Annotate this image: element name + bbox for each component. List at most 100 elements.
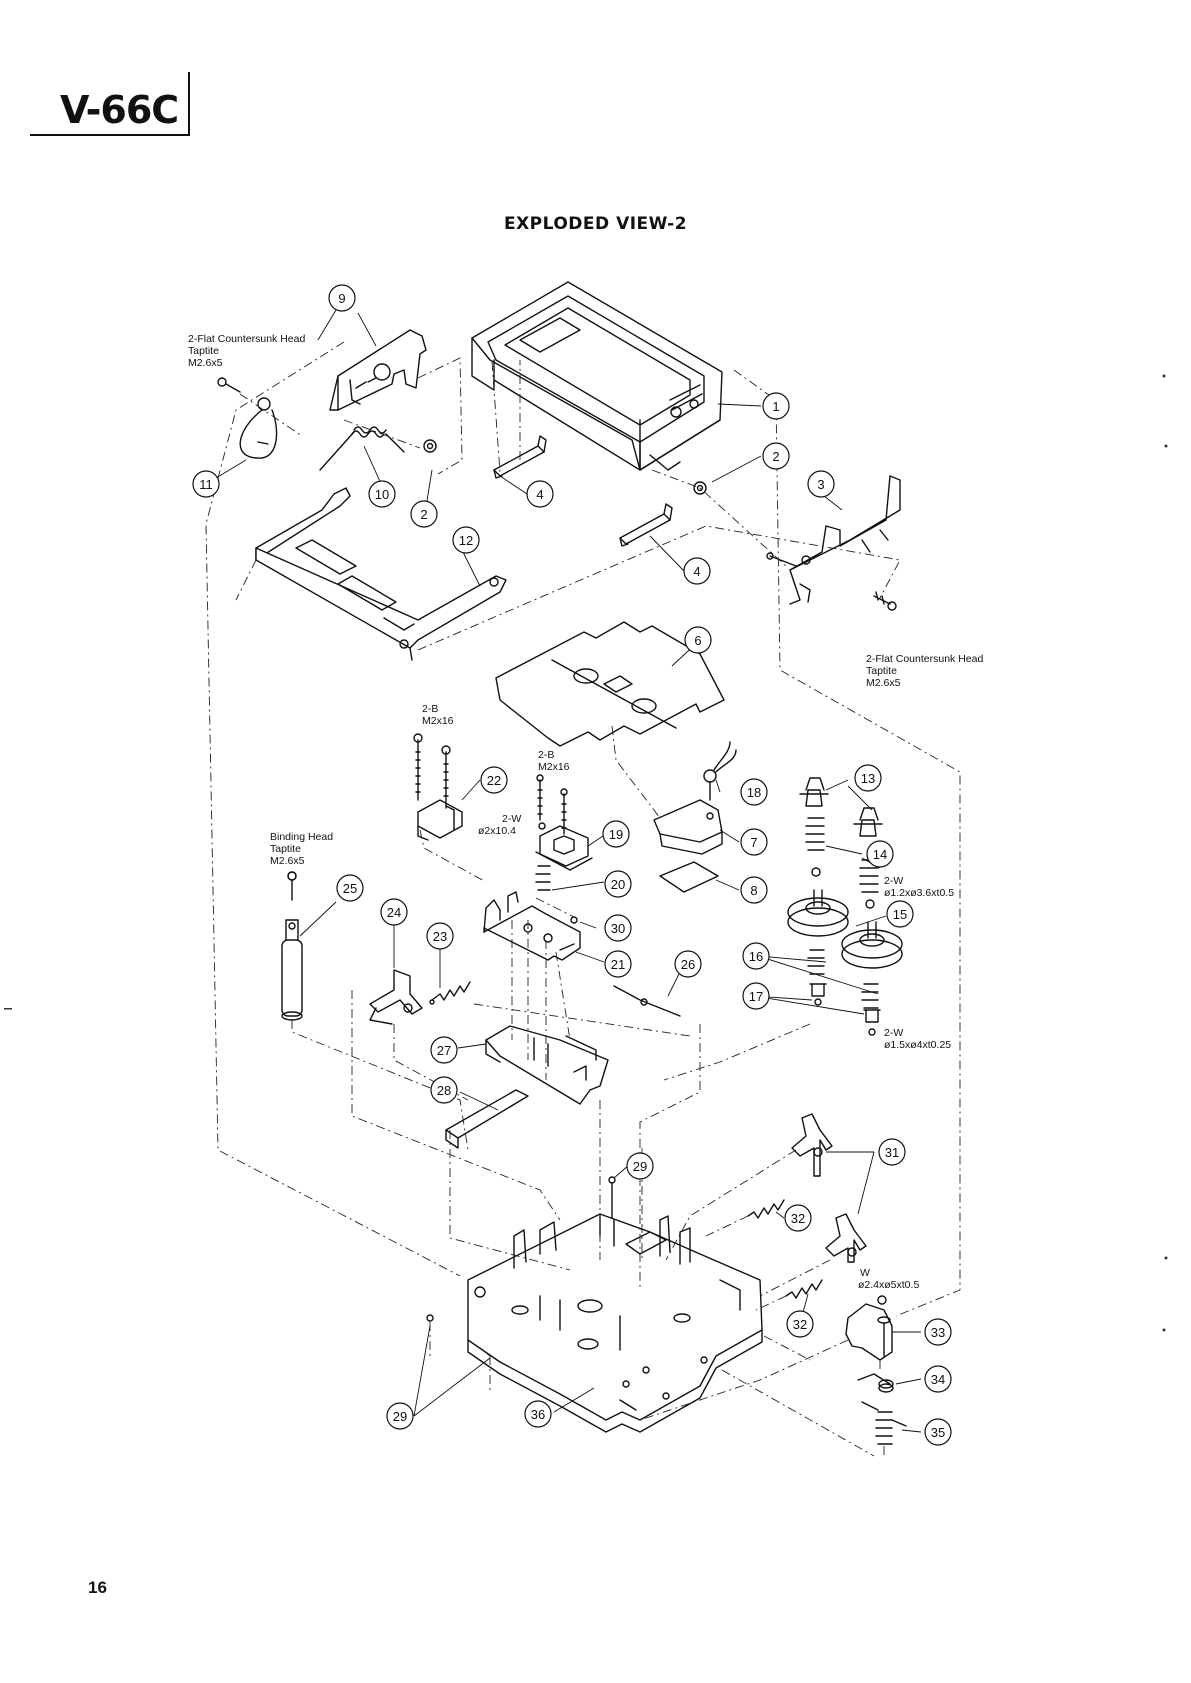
- note-2w-c-2: ø1.5xø4xt0.25: [884, 1039, 951, 1051]
- callout-7: 7: [750, 835, 757, 850]
- screw-2b-a-right: [441, 745, 451, 809]
- reel-shaft-left: [799, 777, 829, 807]
- screw-2b-b-right: [560, 788, 568, 835]
- spring-16-right: [861, 983, 879, 1009]
- page-number: 16: [88, 1578, 107, 1597]
- callout-9: 9: [338, 291, 345, 306]
- wire-spring-26: [613, 985, 681, 1017]
- callout-36: 36: [531, 1407, 545, 1422]
- note-screw-left-2: Taptite: [188, 345, 219, 357]
- callout-10: 10: [375, 487, 389, 502]
- note-2b-b-2: M2x16: [538, 761, 570, 773]
- callout-2-right: 2: [772, 449, 779, 464]
- callout-28: 28: [437, 1083, 451, 1098]
- lever-31-upper: [791, 1113, 833, 1177]
- callout-17: 17: [749, 989, 763, 1004]
- pin-29-upper: [608, 1176, 616, 1184]
- note-w-2: ø2.4xø5xt0.5: [858, 1279, 919, 1291]
- callout-8: 8: [750, 883, 757, 898]
- note-screw-left-3: M2.6x5: [188, 357, 223, 369]
- page-title: EXPLODED VIEW-2: [503, 214, 688, 234]
- model-divider: [188, 72, 190, 136]
- ball-30: [570, 916, 578, 924]
- model-underline: [30, 134, 190, 136]
- callout-3: 3: [817, 477, 824, 492]
- callout-34: 34: [931, 1372, 945, 1387]
- callout-11: 11: [199, 477, 213, 492]
- note-2b-a-1: 2-B: [422, 703, 438, 715]
- washer-14-right: [865, 899, 875, 909]
- screw-2b-b-left: [536, 774, 544, 821]
- callout-33: 33: [931, 1325, 945, 1340]
- callout-25: 25: [343, 881, 357, 896]
- callout-30: 30: [611, 921, 625, 936]
- felt-pad: [659, 861, 719, 893]
- note-2w-a-1: 2-W: [502, 813, 521, 825]
- spring-34: [857, 1373, 894, 1393]
- slide-plate-27: [485, 1025, 609, 1105]
- head-block: [653, 799, 723, 855]
- callout-12: 12: [459, 533, 473, 548]
- callout-15: 15: [893, 907, 907, 922]
- spring-32-lower: [785, 1279, 823, 1299]
- callout-2-left: 2: [420, 507, 427, 522]
- lever-31-lower: [825, 1213, 867, 1263]
- note-screw-right-3: M2.6x5: [866, 677, 901, 689]
- reel-shaft-right: [853, 807, 883, 837]
- callout-20: 20: [611, 877, 625, 892]
- boss-17-right: [863, 1009, 881, 1023]
- callout-29-lower: 29: [393, 1409, 407, 1424]
- washer-2w-c: [868, 1028, 876, 1036]
- callout-23: 23: [433, 929, 447, 944]
- callout-35: 35: [931, 1425, 945, 1440]
- lever-24: [369, 969, 423, 1025]
- callout-18: 18: [747, 785, 761, 800]
- callout-22: 22: [487, 773, 501, 788]
- slider-lower: [619, 503, 673, 547]
- callout-27: 27: [437, 1043, 451, 1058]
- right-side-bracket: [766, 475, 901, 605]
- block-22: [417, 799, 463, 841]
- bushing-right: [693, 481, 707, 495]
- head-mount-plate-21: [483, 891, 581, 961]
- spring-32-upper: [747, 1199, 785, 1219]
- note-2w-b-1: 2-W: [884, 875, 903, 887]
- note-2w-c-1: 2-W: [884, 1027, 903, 1039]
- arm-33: [845, 1295, 893, 1361]
- callout-21: 21: [611, 957, 625, 972]
- note-screw-left-1: 2-Flat Countersunk Head: [188, 333, 305, 345]
- boss-17-left: [809, 983, 827, 997]
- callout-13: 13: [861, 771, 875, 786]
- callout-4-lower: 4: [693, 564, 700, 579]
- callout-32-lower: 32: [793, 1317, 807, 1332]
- spring-35: [861, 1401, 907, 1445]
- bushing-left: [423, 439, 437, 453]
- callout-1: 1: [772, 399, 779, 414]
- top-left-bracket: [329, 329, 427, 411]
- note-binding-3: M2.6x5: [270, 855, 305, 867]
- spring-16-left: [807, 949, 825, 975]
- spring-20: [535, 865, 551, 891]
- callout-4-upper: 4: [536, 487, 543, 502]
- callout-31: 31: [885, 1145, 899, 1160]
- callout-6: 6: [694, 633, 701, 648]
- callout-29-upper: 29: [633, 1159, 647, 1174]
- hook-11: [239, 397, 278, 459]
- callout-26: 26: [681, 957, 695, 972]
- note-binding-2: Taptite: [270, 843, 301, 855]
- slider-upper: [493, 435, 547, 479]
- callout-19: 19: [609, 827, 623, 842]
- screw-right-flat: [873, 591, 897, 611]
- note-binding-1: Binding Head: [270, 831, 333, 843]
- note-2b-a-2: M2x16: [422, 715, 454, 727]
- cassette-holder-frame: [471, 281, 723, 471]
- spring-23: [429, 981, 471, 1005]
- callout-16: 16: [749, 949, 763, 964]
- note-screw-right-2: Taptite: [866, 665, 897, 677]
- callout-14: 14: [873, 847, 887, 862]
- spring-10: [319, 426, 405, 471]
- main-chassis-36: [467, 1213, 763, 1433]
- lamp-18: [703, 741, 737, 801]
- washer-2w-a: [538, 822, 546, 830]
- model-number: V-66C: [60, 88, 179, 132]
